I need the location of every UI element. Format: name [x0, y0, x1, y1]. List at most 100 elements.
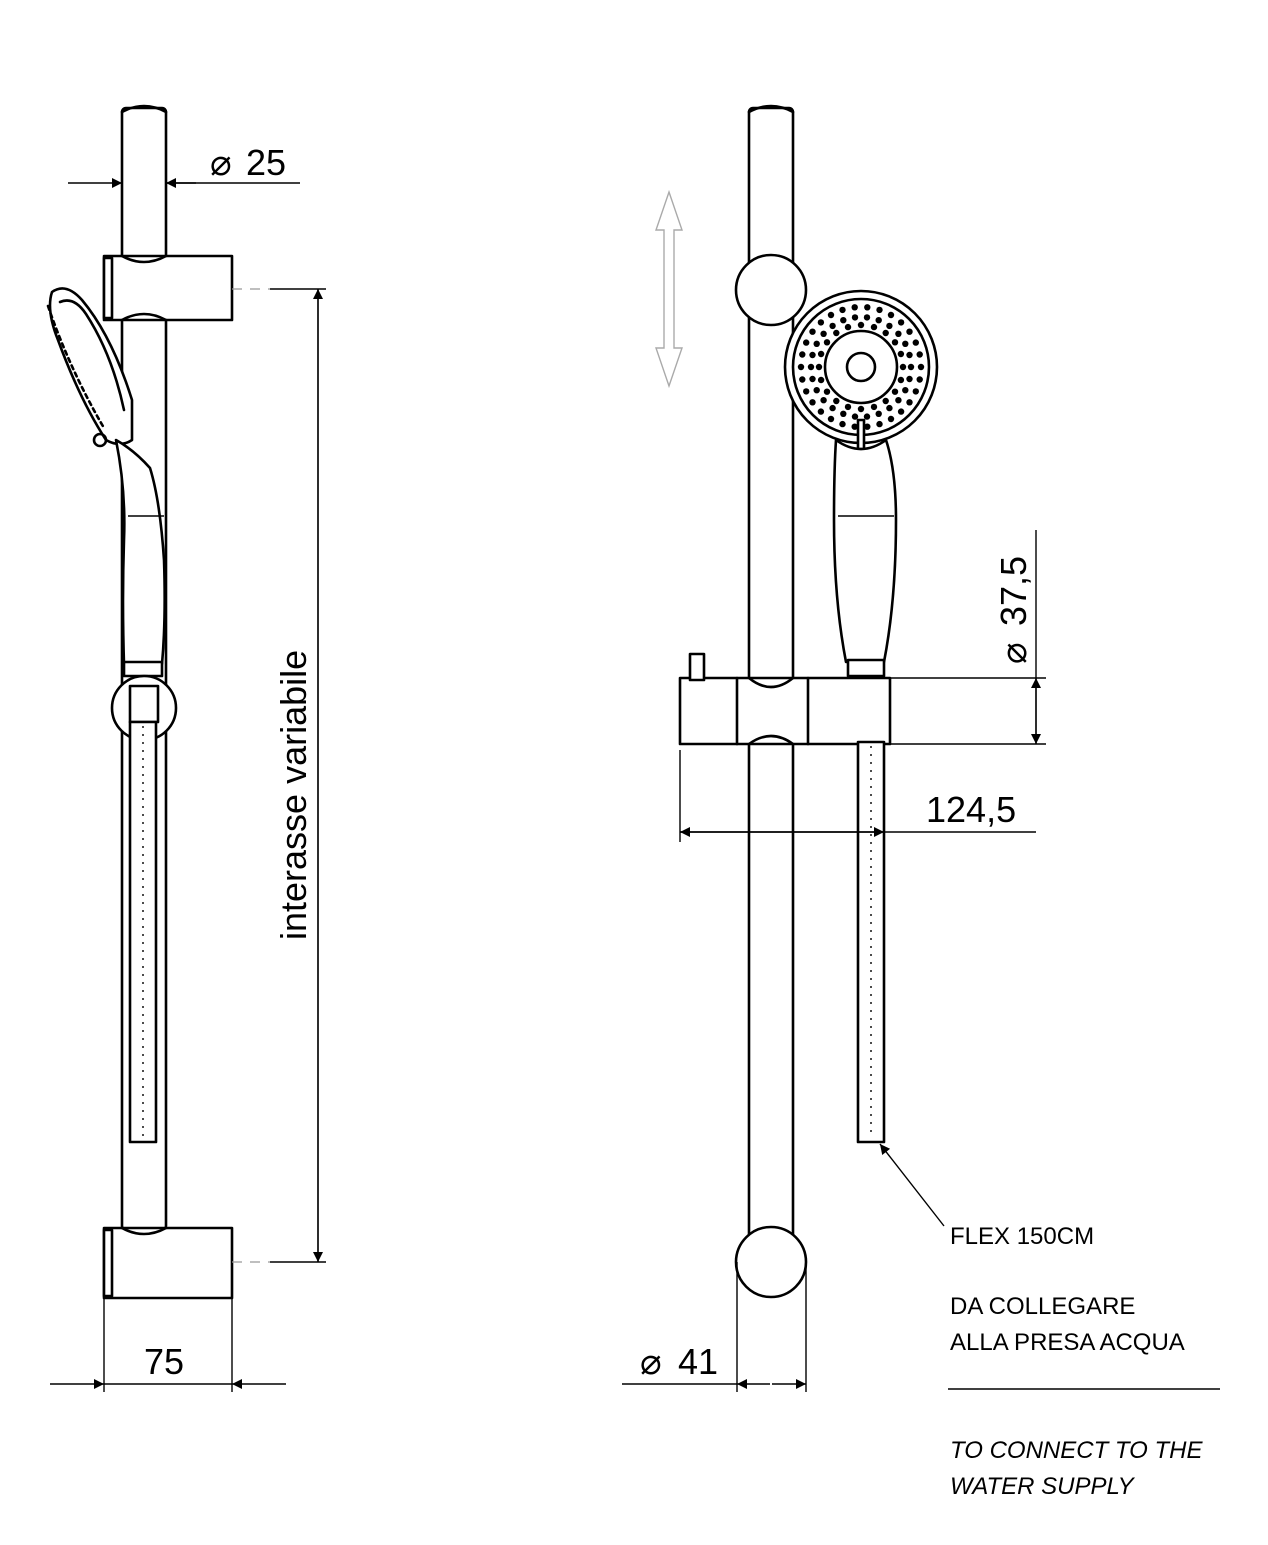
dim-handle-diameter: ⌀ 37,5: [884, 530, 1046, 745]
nozzle-dot: [857, 405, 865, 413]
flex-leader: [879, 1143, 945, 1227]
nozzle-dot: [799, 351, 806, 358]
nozzle-dot: [799, 376, 806, 383]
nozzle-dot: [902, 340, 909, 347]
dim-bar-diameter-symbol: ⌀: [210, 142, 232, 183]
front-hose: [856, 740, 886, 1144]
nozzle-dot: [902, 387, 909, 394]
nozzle-dot: [917, 363, 925, 371]
dim-slider-width: 75: [50, 1298, 286, 1392]
front-bottom-support: [734, 1225, 808, 1299]
nozzle-dot: [886, 404, 893, 412]
side-view: ⌀ 25 interasse variabile 75: [46, 104, 326, 1392]
note-connect-en-1: TO CONNECT TO THE: [950, 1437, 1203, 1464]
nozzle-dot: [813, 340, 820, 347]
nozzle-dot: [857, 321, 865, 329]
nozzle-dot: [817, 350, 825, 358]
side-bottom-support: [102, 1226, 234, 1300]
nozzle-dot: [876, 420, 883, 428]
nozzle-dot: [870, 323, 878, 331]
side-nozzles: [46, 304, 108, 448]
nozzle-dot: [833, 397, 840, 405]
nozzle-dot: [906, 375, 913, 383]
nozzle-dot: [899, 363, 907, 371]
side-top-slider: [102, 254, 234, 322]
nozzle-dot: [895, 330, 902, 337]
nozzle-dot: [840, 317, 847, 324]
note-flex: FLEX 150CM: [950, 1223, 1094, 1250]
note-connect-it-2: ALLA PRESA ACQUA: [950, 1329, 1185, 1356]
nozzle-dot: [807, 363, 815, 371]
nozzle-dot: [817, 319, 825, 326]
nozzle-dot: [876, 306, 883, 314]
nozzle-dot: [864, 304, 871, 311]
front-shower-head: [783, 289, 939, 452]
nozzle-dot: [839, 420, 846, 428]
nozzle-dot: [882, 397, 889, 405]
nozzle-dot: [844, 403, 852, 411]
nozzle-dot: [809, 375, 816, 383]
front-top-support: [734, 253, 808, 327]
slide-direction-arrow: [655, 189, 683, 389]
nozzle-dot: [897, 319, 905, 326]
nozzle-dot: [803, 388, 810, 395]
nozzle-dot: [820, 330, 827, 337]
dim-interaxis-label: interasse variabile: [273, 650, 314, 940]
nozzle-dot: [827, 415, 835, 423]
nozzle-dot: [887, 311, 895, 319]
nozzle-dot: [829, 404, 836, 412]
dim-handle-diameter-value: 37,5: [993, 556, 1034, 626]
front-view: ⌀ 37,5 124,5 ⌀ 41: [622, 104, 1046, 1392]
front-handle: [832, 438, 898, 664]
nozzle-dot: [797, 363, 805, 371]
nozzle-dot: [817, 376, 825, 384]
nozzle-dot: [813, 387, 820, 394]
nozzle-dot: [820, 397, 827, 404]
nozzle-dot: [887, 415, 895, 423]
dim-projection: 124,5: [679, 744, 1036, 842]
nozzle-dot: [875, 410, 882, 417]
note-connect-it-1: DA COLLEGARE: [950, 1293, 1135, 1320]
nozzle-dot: [809, 399, 816, 406]
note-connect-en-2: WATER SUPPLY: [950, 1473, 1136, 1500]
nozzle-dot: [809, 351, 816, 359]
side-hose: [128, 720, 158, 1144]
nozzle-dot: [817, 408, 825, 415]
dim-support-diameter-value: 41: [678, 1341, 718, 1382]
nozzle-dot: [897, 350, 905, 358]
nozzle-dot: [916, 351, 923, 358]
nozzle-dot: [906, 399, 913, 406]
nozzle-dot: [870, 403, 878, 411]
nozzle-dot: [875, 317, 882, 324]
dim-support-diameter-symbol: ⌀: [640, 1341, 662, 1382]
nozzle-dot: [833, 329, 840, 337]
nozzle-dot: [823, 388, 831, 395]
nozzle-dot: [844, 323, 852, 331]
nozzle-dot: [851, 413, 859, 420]
nozzle-dot: [897, 408, 905, 415]
dim-handle-diameter-symbol: ⌀: [993, 642, 1034, 664]
nozzle-dot: [863, 413, 871, 420]
nozzle-dot: [827, 311, 835, 319]
nozzle-dot: [815, 363, 823, 371]
nozzle-dot: [895, 397, 902, 404]
front-slider: [678, 652, 892, 746]
nozzle-dot: [912, 339, 919, 346]
dim-projection-value: 124,5: [926, 789, 1016, 830]
nozzle-dot: [809, 328, 816, 335]
dim-bar-diameter-value: 25: [246, 142, 286, 183]
dim-bar-diameter: ⌀ 25: [68, 142, 300, 188]
nozzle-dot: [840, 410, 847, 417]
nozzle-dot: [851, 314, 859, 321]
nozzle-dot: [906, 328, 913, 335]
nozzle-dot: [916, 376, 923, 383]
dim-support-diameter: ⌀ 41: [622, 1262, 807, 1392]
nozzle-dot: [886, 322, 893, 330]
dim-interaxis: interasse variabile: [232, 288, 326, 1263]
nozzle-dot: [829, 322, 836, 330]
nozzle-dot: [864, 423, 871, 430]
notes: FLEX 150CM DA COLLEGARE ALLA PRESA ACQUA…: [948, 1223, 1220, 1500]
nozzle-dot: [851, 304, 858, 311]
nozzle-dot: [891, 339, 899, 346]
